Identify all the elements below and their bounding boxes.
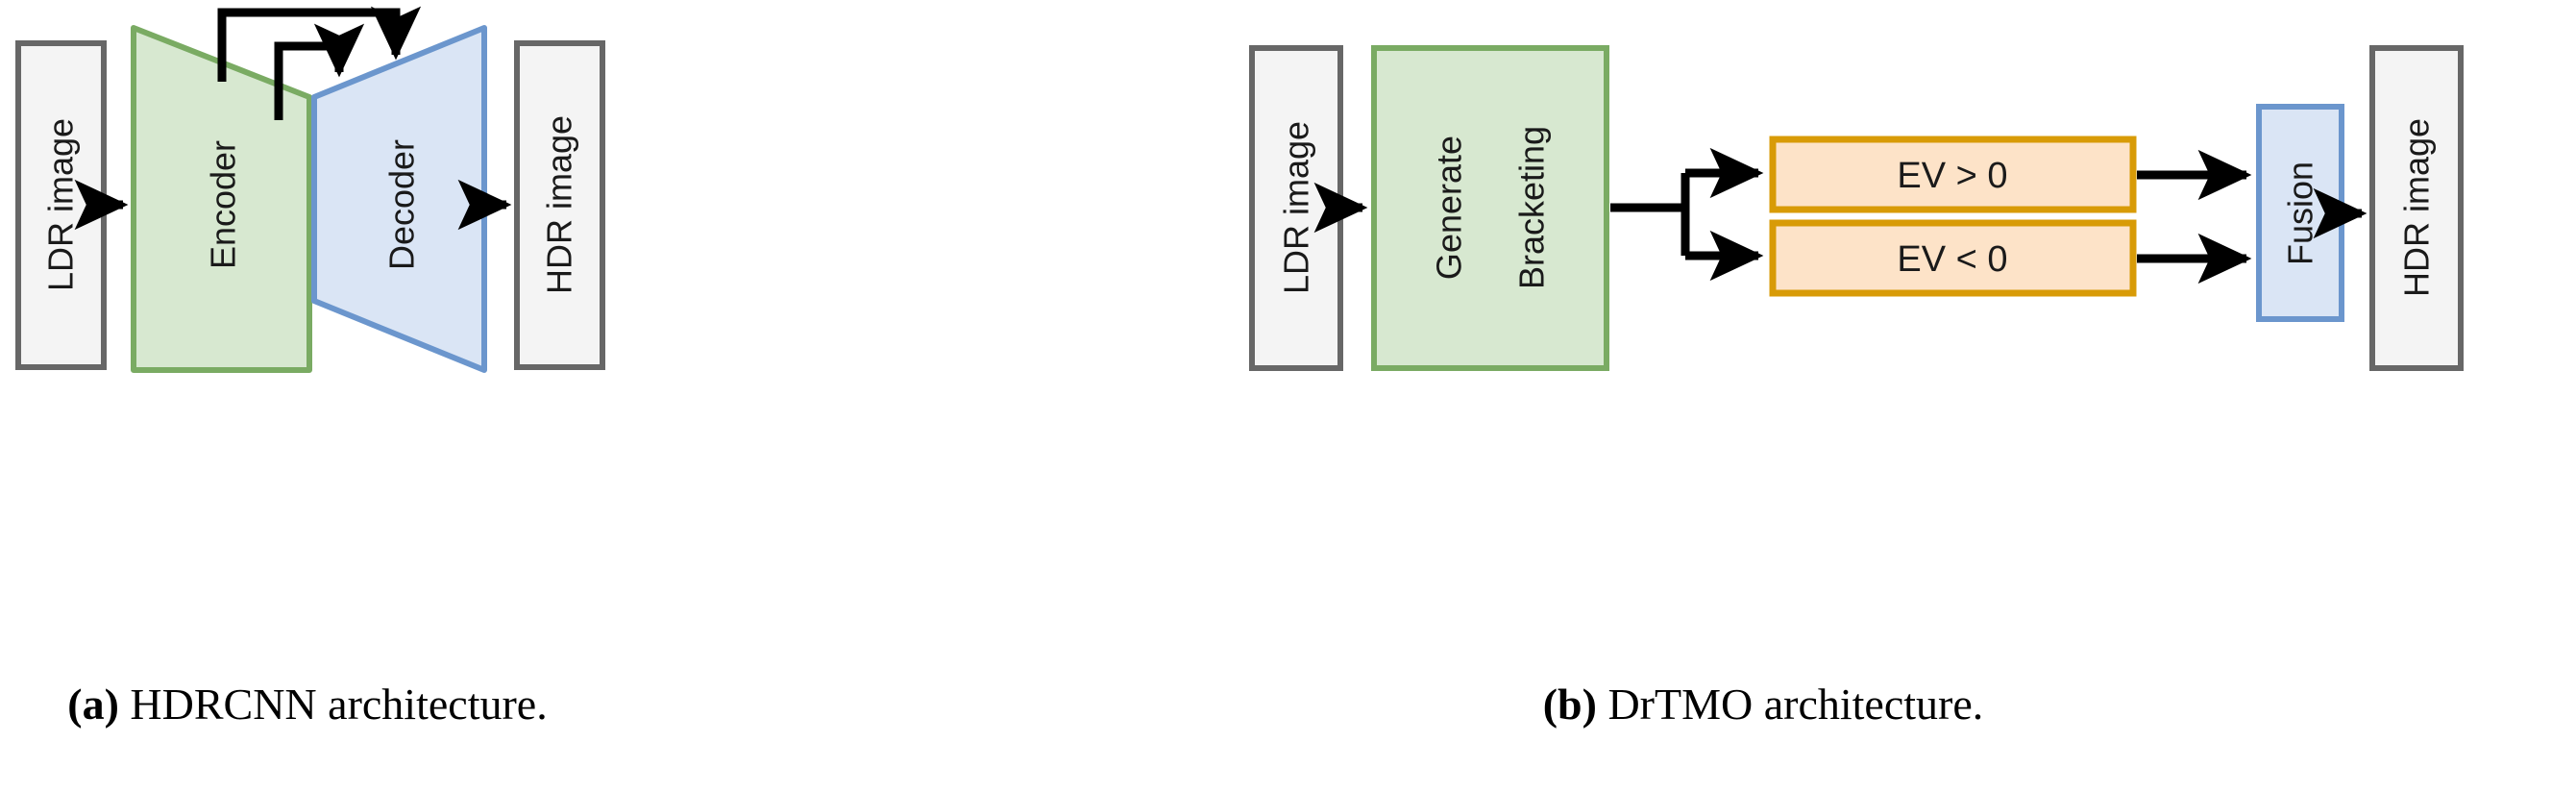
panel-b-ldr-label: LDR image [1277,121,1316,294]
panel-b-generate-bracketing-box: Generate Bracketing [1371,45,1609,371]
panel-b-ev-positive-label: EV > 0 [1897,156,2007,196]
panel-b-generate-label-line1: Generate [1430,136,1469,280]
panel-b-caption-text: DrTMO architecture. [1596,680,1984,729]
panel-a-encoder-label: Encoder [204,140,243,269]
panel-b-ev-negative-box: EV < 0 [1769,219,2137,297]
panel-a-ldr-box: LDR image [15,40,107,370]
panel-a-caption-prefix: (a) [67,680,119,729]
panel-b-ldr-box: LDR image [1249,45,1343,371]
panel-a-ldr-label: LDR image [41,118,81,291]
panel-a-group: LDR image Encoder Decoder [15,6,605,373]
panel-b-caption-prefix: (b) [1542,680,1597,729]
panel-b-fusion-label: Fusion [2281,161,2320,265]
panel-b-fusion-box: Fusion [2256,104,2344,322]
panel-a-decoder-shape: Decoder [311,25,487,373]
panel-b-group: LDR image Generate Bracketing EV > 0 [1249,45,2464,371]
panel-b-hdr-label: HDR image [2397,118,2437,297]
panel-a-decoder-label: Decoder [382,139,422,270]
panel-a-skip-connection-inner [274,23,365,120]
panel-a-hdr-label: HDR image [540,115,579,294]
panel-b-generate-label-line2: Bracketing [1512,126,1552,289]
panel-a-caption: (a) HDRCNN architecture. [0,679,615,730]
panel-b-ev-positive-box: EV > 0 [1769,136,2137,213]
panel-b-ev-negative-label: EV < 0 [1897,239,2007,280]
panel-b-caption: (b) DrTMO architecture. [1331,679,2196,730]
panel-a-encoder-shape: Encoder [131,25,312,373]
panel-b-hdr-box: HDR image [2369,45,2464,371]
panel-a-hdr-box: HDR image [514,40,605,370]
panel-a-caption-text: HDRCNN architecture. [118,680,548,729]
panel-a-skip-connection-outer [217,6,422,82]
